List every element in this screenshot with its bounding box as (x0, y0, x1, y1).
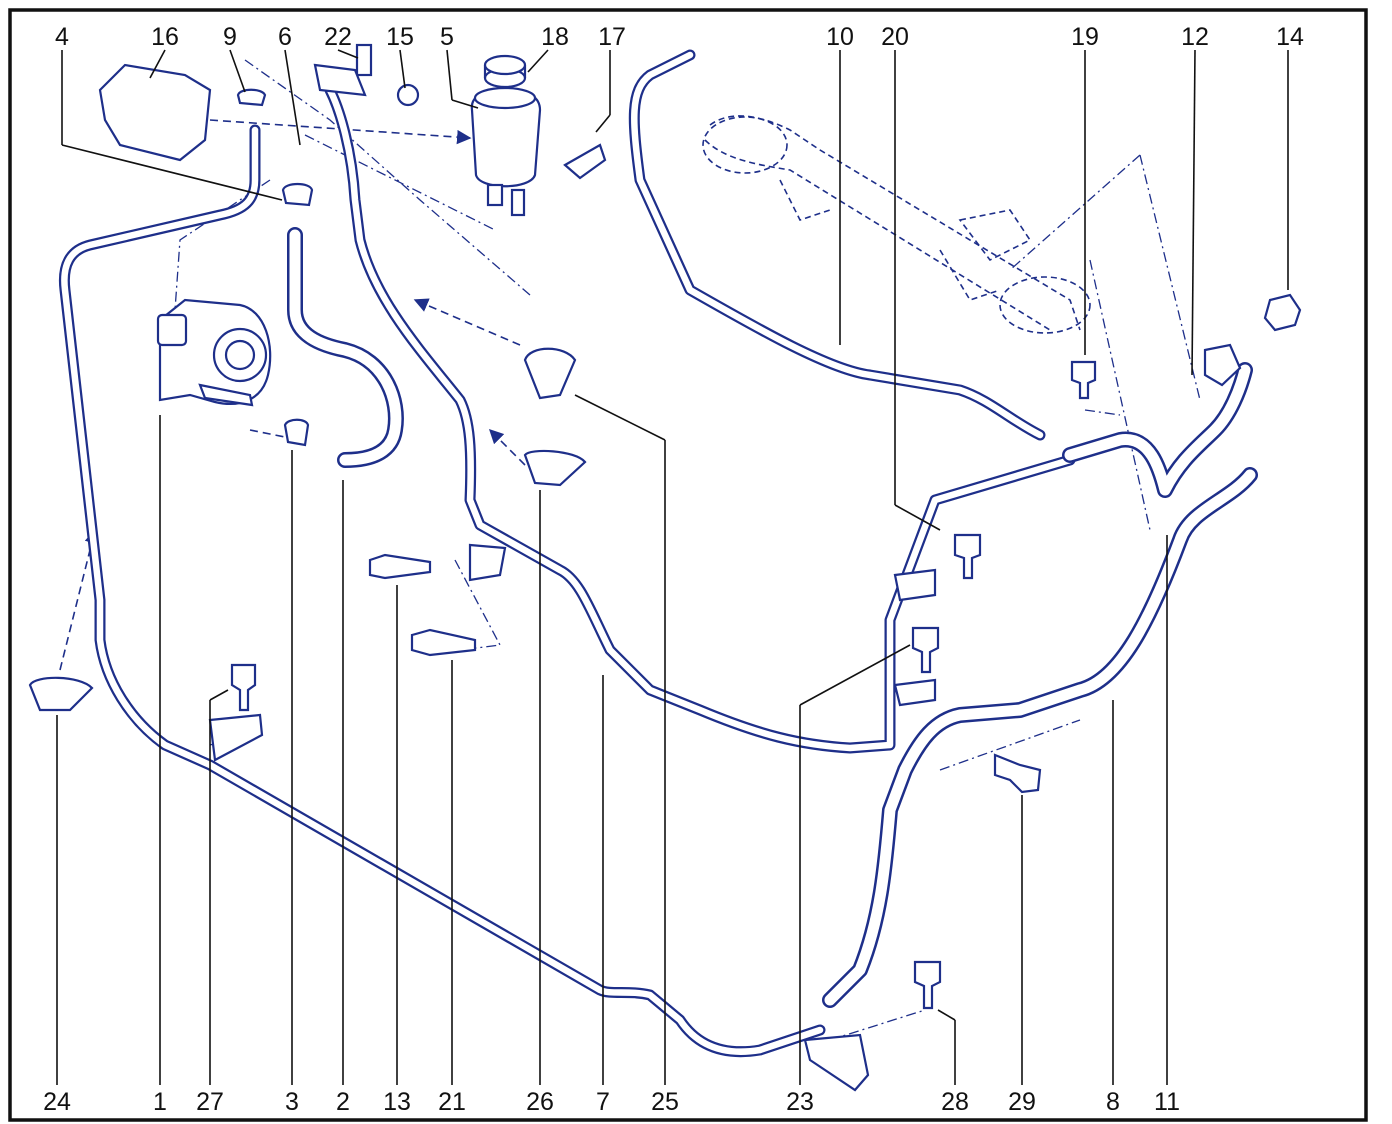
callout-24: 24 (43, 1088, 71, 1116)
callout-11: 11 (1154, 1088, 1180, 1116)
callout-21: 21 (438, 1088, 466, 1116)
callout-27: 27 (196, 1088, 224, 1116)
callout-13: 13 (383, 1088, 411, 1116)
bracket-mid (468, 543, 507, 582)
callout-numbers: 4 16 9 6 22 15 5 18 17 10 20 19 12 14 24… (43, 23, 1304, 1116)
callout-26: 26 (526, 1088, 554, 1116)
fitting-12 (1203, 343, 1242, 387)
washer-15 (396, 83, 420, 107)
callout-8: 8 (1106, 1088, 1120, 1116)
bracket-17 (563, 143, 607, 180)
bracket-left (208, 713, 264, 762)
callout-leaders (56, 49, 1289, 1085)
callout-25: 25 (651, 1088, 679, 1116)
callout-19: 19 (1071, 23, 1099, 51)
bracket-lower-right (893, 678, 937, 707)
bolt-13 (368, 553, 432, 580)
callout-14: 14 (1276, 23, 1304, 51)
hose-clip-4 (281, 182, 314, 207)
power-steering-pump (156, 298, 272, 407)
callout-9: 9 (223, 23, 237, 51)
callout-6: 6 (278, 23, 292, 51)
clip-24 (28, 676, 94, 712)
bracket-bottom (803, 1033, 870, 1092)
callout-22: 22 (324, 23, 352, 51)
assembly-guide-lines (174, 59, 1201, 1041)
callout-16: 16 (151, 23, 179, 51)
clamp-16 (98, 63, 212, 162)
callout-4: 4 (55, 23, 69, 51)
callout-3: 3 (285, 1088, 299, 1116)
bolt-28 (913, 960, 942, 1010)
hose-clip-3 (283, 418, 310, 447)
callout-5: 5 (440, 23, 454, 51)
bolt-23 (911, 626, 940, 674)
callout-12: 12 (1181, 23, 1209, 51)
hoses-and-pipes (58, 49, 1258, 1058)
callout-18: 18 (541, 23, 569, 51)
bolt-20 (953, 533, 982, 580)
callout-2: 2 (336, 1088, 350, 1116)
clip-25 (523, 347, 577, 400)
banjo-bolt-22 (355, 43, 373, 77)
steering-rack-ghost (702, 115, 1091, 334)
callout-1: 1 (153, 1088, 167, 1116)
callout-15: 15 (386, 23, 414, 51)
callout-28: 28 (941, 1088, 969, 1116)
callout-23: 23 (786, 1088, 814, 1116)
clip-9 (236, 88, 267, 107)
clip-26 (523, 449, 587, 487)
callout-29: 29 (1008, 1088, 1036, 1116)
parts (28, 43, 1302, 1092)
bolt-19 (1070, 360, 1097, 400)
bracket-top (313, 63, 367, 97)
reservoir-cap (483, 54, 527, 89)
fluid-reservoir (470, 86, 542, 217)
diagram-frame (8, 8, 1368, 1122)
bolt-27 (230, 663, 257, 712)
union-14 (1263, 293, 1302, 332)
callout-10: 10 (826, 23, 854, 51)
callout-17: 17 (598, 23, 626, 51)
bolt-21 (410, 628, 477, 657)
bracket-right (893, 568, 937, 602)
callout-7: 7 (596, 1088, 610, 1116)
callout-20: 20 (881, 23, 909, 51)
bolt-29 (993, 753, 1042, 794)
